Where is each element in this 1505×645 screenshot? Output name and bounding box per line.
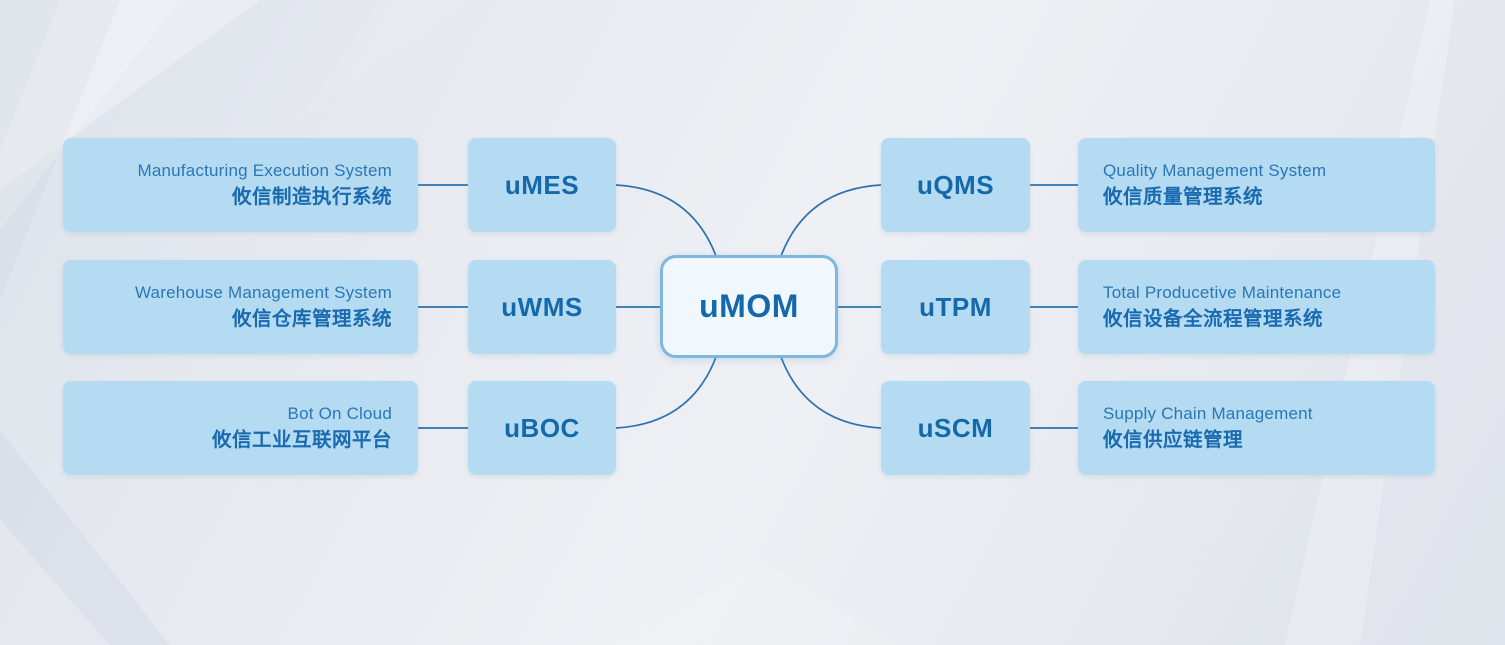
node-abbr-uwms: uWMS [468,260,616,354]
connector-uboc-center [615,356,717,429]
connector-uqms-center [780,184,882,257]
node-abbr-uscm: uSCM [881,381,1030,475]
desc-en-uscm: Supply Chain Management [1103,403,1313,423]
node-desc-uboc: Bot On Cloud 攸信工业互联网平台 [63,381,418,475]
desc-en-utpm: Total Producetive Maintenance [1103,282,1342,302]
node-desc-uwms: Warehouse Management System 攸信仓库管理系统 [63,260,418,354]
node-abbr-utpm: uTPM [881,260,1030,354]
node-abbr-uqms: uQMS [881,138,1030,232]
abbr-label-uboc: uBOC [504,412,580,443]
desc-en-umes: Manufacturing Execution System [137,160,392,180]
abbr-label-uwms: uWMS [501,291,583,322]
desc-en-uqms: Quality Management System [1103,160,1327,180]
desc-zh-uqms: 攸信质量管理系统 [1103,186,1264,209]
node-center-umom: uMOM [660,255,838,358]
abbr-label-utpm: uTPM [919,291,992,322]
desc-zh-uwms: 攸信仓库管理系统 [231,308,392,331]
connector-umes-center [615,184,717,257]
node-desc-umes: Manufacturing Execution System 攸信制造执行系统 [63,138,418,232]
desc-en-uwms: Warehouse Management System [134,282,392,302]
node-abbr-umes: uMES [468,138,616,232]
abbr-label-uscm: uSCM [917,412,994,443]
abbr-label-uqms: uQMS [916,169,995,200]
desc-en-uboc: Bot On Cloud [287,403,392,423]
connector-uscm-center [780,356,882,429]
node-abbr-uboc: uBOC [468,381,616,475]
center-label-umom: uMOM [699,288,799,324]
abbr-label-umes: uMES [504,169,580,200]
desc-zh-umes: 攸信制造执行系统 [231,186,392,209]
desc-zh-utpm: 攸信设备全流程管理系统 [1103,308,1324,331]
node-desc-utpm: Total Producetive Maintenance 攸信设备全流程管理系… [1078,260,1435,354]
node-desc-uqms: Quality Management System 攸信质量管理系统 [1078,138,1435,232]
desc-zh-uscm: 攸信供应链管理 [1103,429,1244,452]
desc-zh-uboc: 攸信工业互联网平台 [211,429,392,452]
node-desc-uscm: Supply Chain Management 攸信供应链管理 [1078,381,1435,475]
